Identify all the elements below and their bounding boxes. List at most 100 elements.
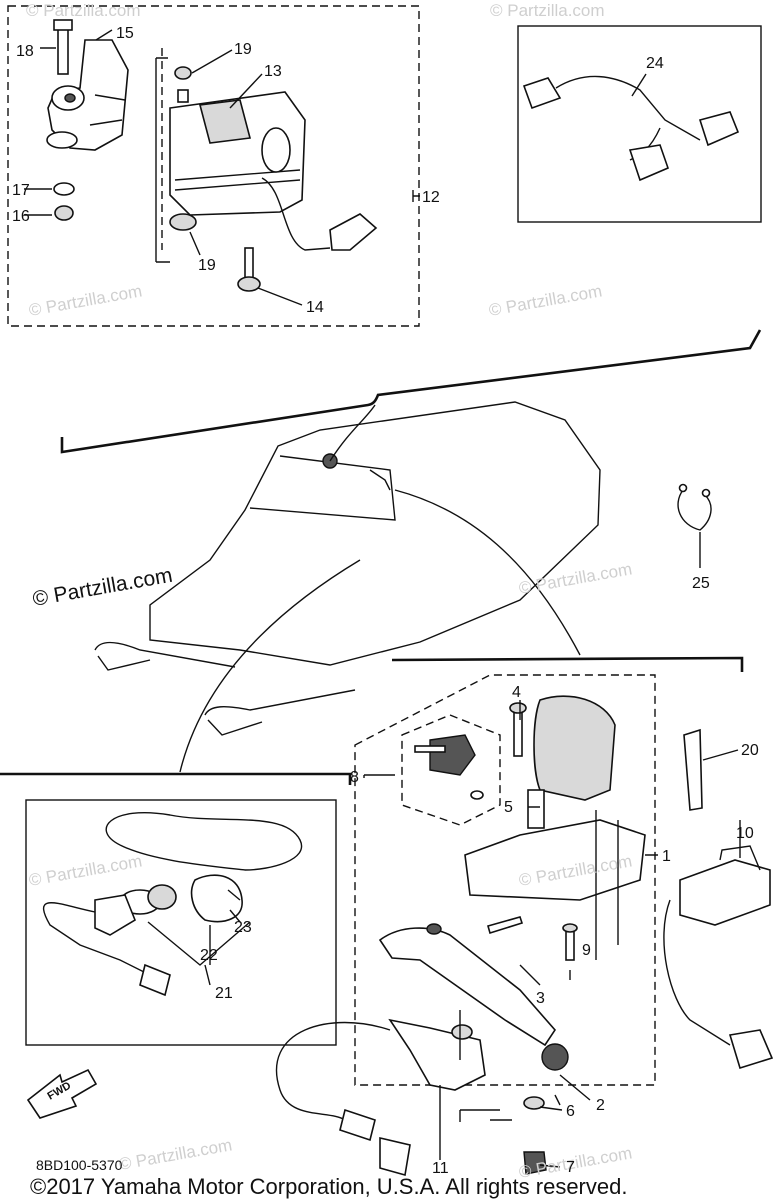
callout-15: 15 [116, 25, 134, 42]
watermark: © Partzilla.com [117, 1135, 233, 1174]
leaders-key-group [147, 889, 251, 986]
watermark-main: © Partzilla.com [31, 564, 174, 611]
fwd-arrow-drawing [26, 1068, 98, 1119]
switch-13-wire [261, 177, 331, 251]
grommet-19-lower [169, 213, 197, 231]
leaders-group-12 [24, 29, 420, 306]
module-10-drawing [679, 859, 771, 926]
top-brace [60, 329, 762, 454]
ski-right [204, 689, 356, 736]
nut-16-drawing [54, 205, 74, 221]
lever-2-drawing [378, 927, 557, 1047]
nut-22-washer [147, 884, 177, 910]
callout-18: 18 [16, 43, 34, 60]
group-24-boundary [517, 25, 762, 223]
group-12-boundary [7, 5, 420, 327]
callout-4: 4 [512, 684, 521, 701]
watermark: © Partzilla.com [487, 281, 603, 320]
washer-17-drawing [53, 182, 75, 196]
diagram-code: 8BD100-5370 [36, 1157, 123, 1173]
callout-20: 20 [741, 742, 759, 759]
lever-assembly [275, 674, 774, 1177]
bolt-9-drawing [565, 929, 575, 961]
wire-right [394, 489, 581, 656]
watermark: © Partzilla.com [27, 281, 143, 320]
switch-13-button [198, 99, 252, 144]
group-21-boundary [25, 799, 337, 1046]
screw-3-drawing [487, 916, 524, 935]
callout-7: 7 [566, 1159, 575, 1176]
collar-5-drawing [527, 789, 545, 829]
key-switch-group [25, 799, 337, 1119]
copyright-notice: ©2017 Yamaha Motor Corporation, U.S.A. A… [30, 1174, 627, 1199]
housing-bracket-drawing [464, 819, 646, 901]
nut-7-drawing [523, 1151, 547, 1175]
harness-24-connector-a [522, 77, 562, 110]
sensor-11-plug [379, 1136, 411, 1177]
bolt-4-drawing [513, 711, 523, 757]
hood-clip [369, 469, 391, 491]
bolt-18-head [53, 19, 73, 31]
key-lanyard [105, 812, 303, 871]
module-10-top [719, 845, 761, 871]
callout-14: 14 [306, 299, 324, 316]
switch-21-drawing [94, 894, 136, 936]
grommet-19-pin [177, 89, 189, 103]
leaders-lever-assembly [363, 700, 741, 1168]
part-8-block [429, 734, 476, 776]
wire-top [329, 404, 376, 462]
ski-left [94, 641, 236, 671]
harness-24-connector-b [698, 111, 740, 147]
bracket-detail [89, 94, 126, 126]
sensor-11-sleeve [339, 1108, 376, 1142]
switch-21-wire [43, 902, 151, 976]
callout-13: 13 [264, 63, 282, 80]
wire-left [179, 559, 361, 773]
lever-pivot [426, 923, 442, 935]
lever-2-knob [541, 1043, 569, 1071]
callout-10: 10 [736, 825, 754, 842]
callout-11: 11 [432, 1160, 449, 1177]
callout-25: 25 [692, 575, 710, 592]
bracket-hole-center [64, 93, 76, 103]
sensor-11-cap [451, 1024, 473, 1040]
group-1-boundary [354, 674, 656, 1086]
bolt-18-drawing [57, 25, 69, 75]
callout-22: 22 [200, 947, 218, 964]
sensor-11-wire [275, 1021, 391, 1121]
callout-23: 23 [234, 919, 252, 936]
module-10-plug [728, 1029, 774, 1070]
callout-8: 8 [350, 769, 359, 786]
clip-25-end-b [701, 488, 711, 498]
module-10-wire [663, 899, 731, 1046]
callout-labels: 18 15 19 13 17 16 12 19 14 24 25 4 20 8 … [12, 25, 759, 1177]
cap-23-drawing [190, 874, 243, 923]
callout-21: 21 [215, 985, 233, 1002]
bottom-right-brace [391, 656, 744, 672]
callout-19: 19 [198, 257, 216, 274]
group-8-boundary [401, 714, 501, 826]
clip-25-end-a [678, 483, 688, 493]
watermark: © Partzilla.com [27, 851, 143, 890]
grommet-19-upper [174, 66, 192, 80]
callout-2: 2 [596, 1097, 605, 1114]
watermark: © Partzilla.com [517, 559, 633, 598]
bolt-4-head [509, 702, 527, 714]
bolt-9-head [562, 923, 578, 933]
switch-21-plug [139, 963, 171, 997]
harness-24-wire-a [555, 75, 701, 141]
washer-6-drawing [523, 1096, 545, 1110]
part-8-screw [414, 745, 446, 753]
callout-16: 16 [12, 208, 30, 225]
switch-13-connector [329, 213, 378, 251]
harness-24-connector-c [628, 144, 670, 182]
callout-17: 17 [12, 182, 30, 199]
switch-13-side [261, 127, 291, 173]
switch-13-drawing [169, 91, 306, 216]
callout-5: 5 [504, 799, 513, 816]
clip-25 [677, 483, 712, 568]
bottom-left-brace [0, 772, 352, 785]
callout-6: 6 [566, 1103, 575, 1120]
screw-14-head [237, 276, 261, 292]
snowmobile-hood [249, 455, 396, 521]
